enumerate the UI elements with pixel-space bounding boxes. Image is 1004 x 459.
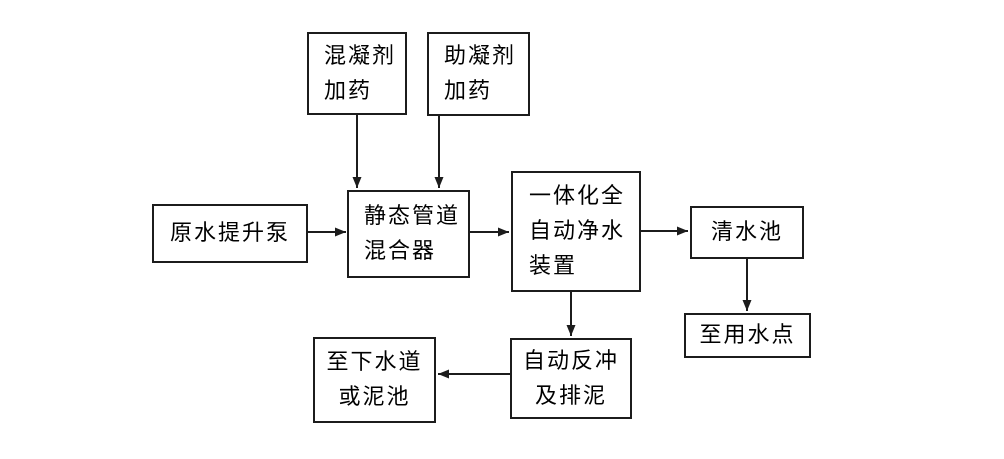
node-label-line: 自动净水 — [529, 219, 626, 244]
integrated-auto-purifier-node: 一体化全 自动净水 装置 — [511, 171, 641, 292]
to-sewer-or-mud-pool-node: 至下水道 或泥池 — [313, 337, 436, 423]
node-label-line: 至下水道 — [326, 350, 423, 375]
node-label-line: 装置 — [529, 254, 578, 279]
node-label-line: 一体化全 — [529, 184, 626, 209]
coagulant-dosing-node: 混凝剂 加药 — [307, 32, 407, 115]
clear-water-tank-node: 清水池 — [690, 206, 804, 259]
node-label-line: 自动反冲 — [522, 348, 619, 374]
node-label: 清水池 — [710, 220, 783, 245]
raw-water-pump-node: 原水提升泵 — [152, 204, 308, 263]
node-label: 至用水点 — [699, 323, 796, 348]
node-label-line: 加药 — [444, 79, 493, 104]
static-pipe-mixer-node: 静态管道 混合器 — [347, 190, 470, 278]
coagulant-aid-dosing-node: 助凝剂 加药 — [427, 32, 530, 116]
node-label-line: 静态管道 — [364, 204, 461, 229]
to-water-use-point-node: 至用水点 — [684, 313, 811, 358]
node-label-line: 助凝剂 — [444, 44, 517, 69]
node-label-line: 加药 — [324, 78, 373, 104]
auto-backwash-sludge-node: 自动反冲 及排泥 — [510, 338, 632, 419]
node-label-line: 混凝剂 — [324, 43, 397, 69]
node-label-line: 及排泥 — [534, 383, 607, 409]
node-label-line: 或泥池 — [338, 385, 411, 410]
node-label-line: 混合器 — [364, 239, 437, 264]
node-label: 原水提升泵 — [169, 221, 290, 246]
